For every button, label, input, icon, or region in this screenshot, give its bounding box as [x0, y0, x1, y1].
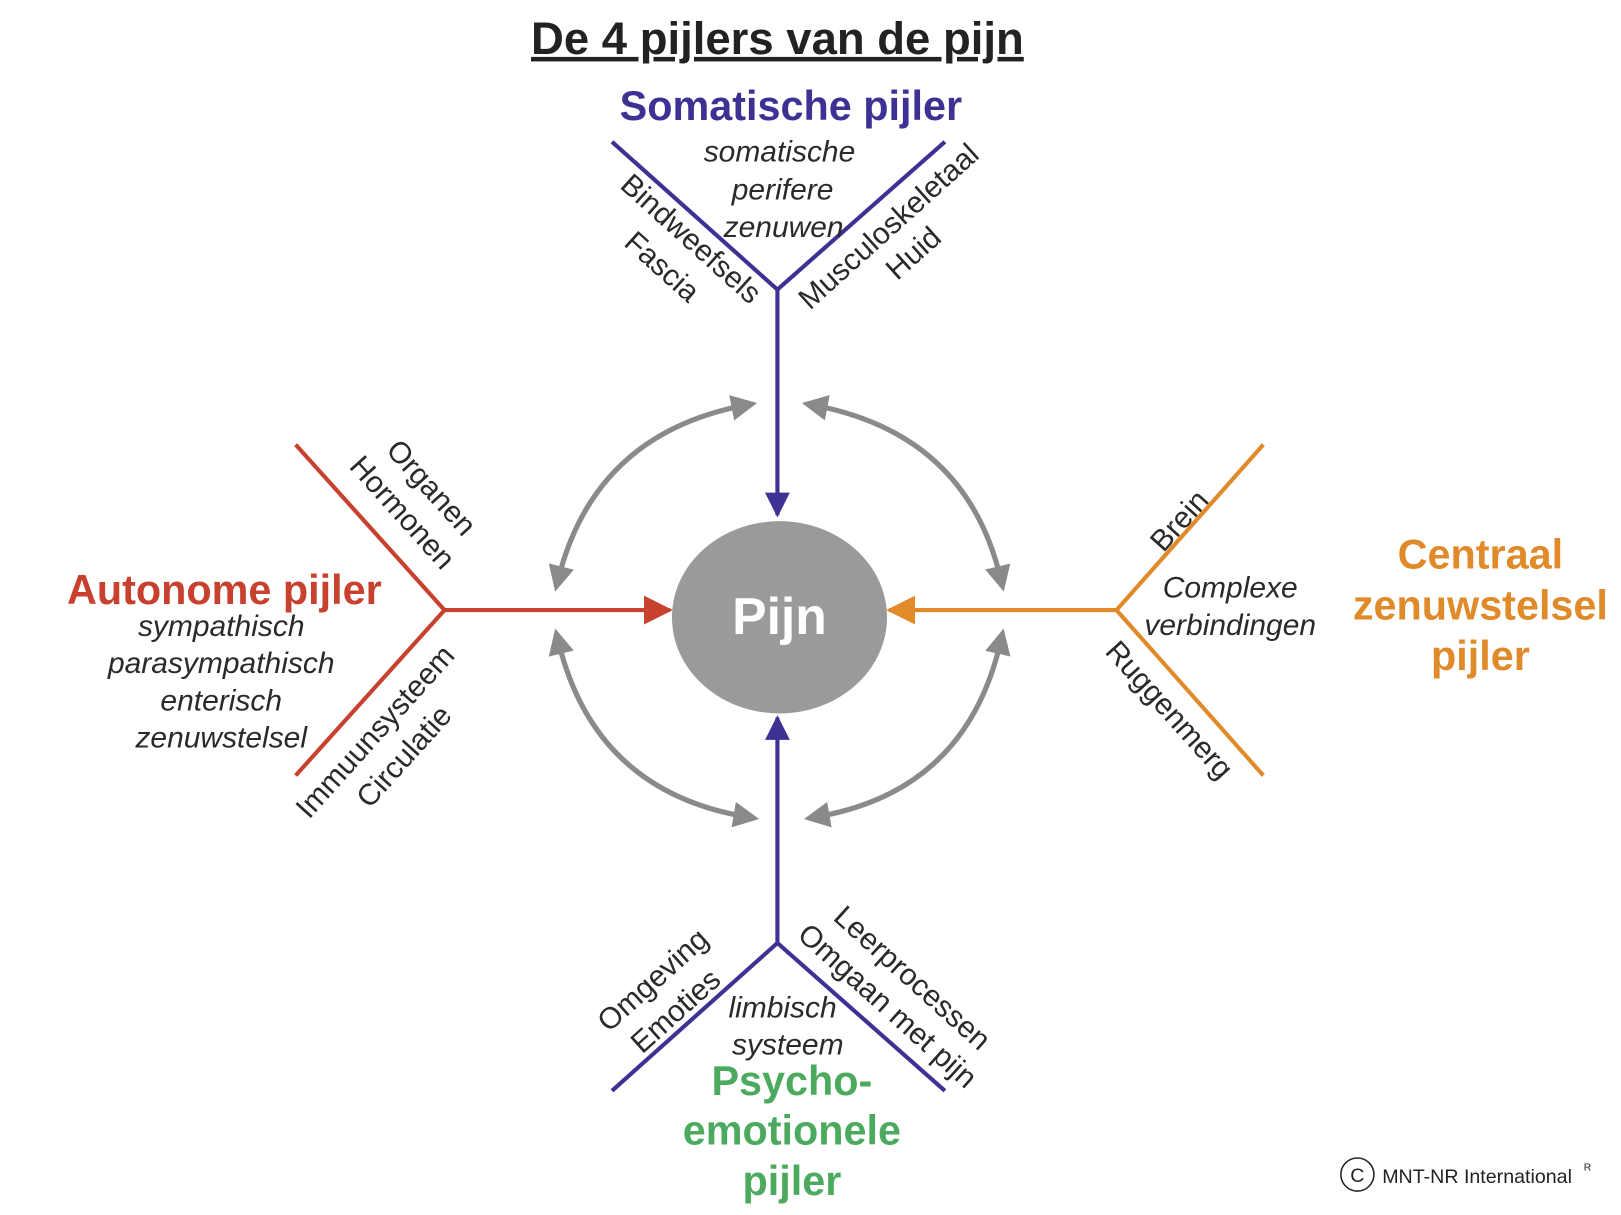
somatic-inner-text: somatische — [704, 135, 856, 168]
central-inner-text: verbindingen — [1144, 609, 1316, 642]
psycho-inner-text: systeem — [732, 1029, 844, 1062]
somatic-title: Somatische pijler — [620, 83, 962, 129]
psycho-title: pijler — [742, 1158, 841, 1204]
somatic-inner-text: perifere — [731, 174, 834, 207]
autonomic-inner-text: parasympathisch — [107, 647, 335, 680]
somatic-inner-text: zenuwen — [723, 211, 844, 244]
copyright-notice: C MNT-NR International R — [1340, 1157, 1591, 1192]
autonomic-inner-text: enterisch — [160, 684, 282, 717]
cycle-arrows — [548, 395, 1011, 828]
copyright-symbol: C — [1350, 1165, 1364, 1187]
copyright-icon — [1340, 1157, 1375, 1192]
pain-center-node — [671, 521, 888, 714]
autonomic-inner-text: zenuwstelsel — [134, 722, 308, 755]
psycho-title: Psycho- — [711, 1058, 872, 1104]
central-title: zenuwstelsel — [1353, 582, 1608, 628]
psycho-emotional-pillar: limbisch systeem Omgeving Emoties Leerpr… — [591, 715, 997, 1204]
registered-mark: R — [1584, 1162, 1591, 1173]
cycle-arrow-bottom-right — [803, 628, 1011, 828]
central-title: pijler — [1431, 633, 1530, 679]
central-item: Ruggenmerg — [1099, 635, 1239, 786]
diagram-title: De 4 pijlers van de pijn — [531, 13, 1024, 64]
central-title: Centraal — [1398, 532, 1563, 578]
autonomic-inner-text: sympathisch — [138, 610, 305, 643]
autonomic-pillar: Autonome pijler sympathisch parasympathi… — [67, 434, 673, 825]
central-item: Brein — [1144, 484, 1215, 558]
autonomic-title: Autonome pijler — [67, 567, 382, 613]
central-inner-text: Complexe — [1163, 572, 1298, 605]
cycle-arrow-bottom-left — [548, 628, 760, 828]
central-pillar: Centraal zenuwstelsel pijler Complexe ve… — [886, 443, 1608, 786]
psycho-title: emotionele — [683, 1108, 901, 1154]
cycle-arrow-top-right — [801, 395, 1011, 592]
cycle-arrow-top-left — [548, 395, 758, 592]
pain-center-label: Pijn — [732, 587, 827, 645]
psycho-inner-text: limbisch — [728, 991, 836, 1024]
somatic-pillar: Somatische pijler somatische perifere ze… — [610, 83, 985, 518]
copyright-text: MNT-NR International — [1382, 1166, 1572, 1188]
